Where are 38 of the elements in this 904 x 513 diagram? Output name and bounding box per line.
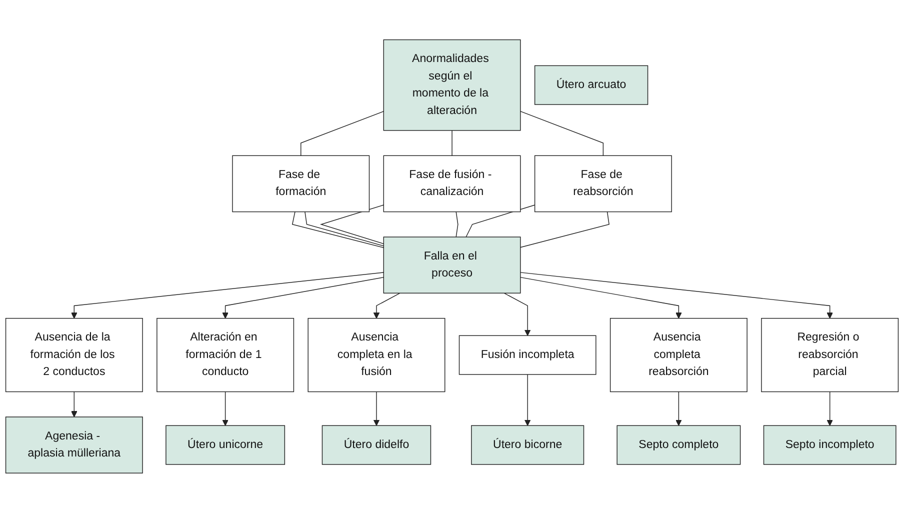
arrow <box>222 277 384 319</box>
node-box: Útero arcuato <box>534 65 648 105</box>
arrow <box>520 277 682 319</box>
connector <box>292 212 384 248</box>
arrow <box>524 374 531 426</box>
node-box: Ausencia completa en la fusión <box>308 318 446 392</box>
node-box: Regresión o reabsorción parcial <box>761 318 899 392</box>
node-box: Fase de reabsorción <box>534 155 672 212</box>
node-box: Alteración en formación de 1 conducto <box>156 318 294 392</box>
node-box: Útero unicorne <box>166 425 286 465</box>
node-box: Agenesia - aplasia mülleriana <box>5 416 143 474</box>
node-box: Septo incompleto <box>763 425 896 465</box>
connector <box>520 212 610 248</box>
arrow <box>71 391 78 418</box>
node-box: Septo completo <box>616 425 741 465</box>
node-box: Ausencia de la formación de los 2 conductos <box>5 318 143 392</box>
node-box: Útero didelfo <box>322 425 432 465</box>
arrow <box>520 272 833 319</box>
connector <box>300 111 384 156</box>
node-box: Anormalidades según el momento de la alteración <box>383 39 521 131</box>
arrow <box>373 391 380 426</box>
connector <box>520 111 604 156</box>
arrow <box>373 292 400 319</box>
arrow <box>222 391 228 426</box>
connector <box>466 204 536 238</box>
node-box: Fusión incompleta <box>458 335 596 375</box>
node-box: Ausencia completa reabsorción <box>610 318 748 392</box>
node-box: Fase de formación <box>232 155 370 212</box>
arrow <box>71 272 384 319</box>
node-box: Falla en el proceso <box>383 236 521 294</box>
connector <box>304 212 384 246</box>
node-box: Útero bicorne <box>471 425 584 465</box>
arrow <box>676 391 682 426</box>
connector <box>456 212 458 238</box>
connector <box>320 204 384 244</box>
arrow <box>826 391 833 426</box>
node-box: Fase de fusión - canalización <box>383 155 521 212</box>
arrow <box>504 292 531 336</box>
